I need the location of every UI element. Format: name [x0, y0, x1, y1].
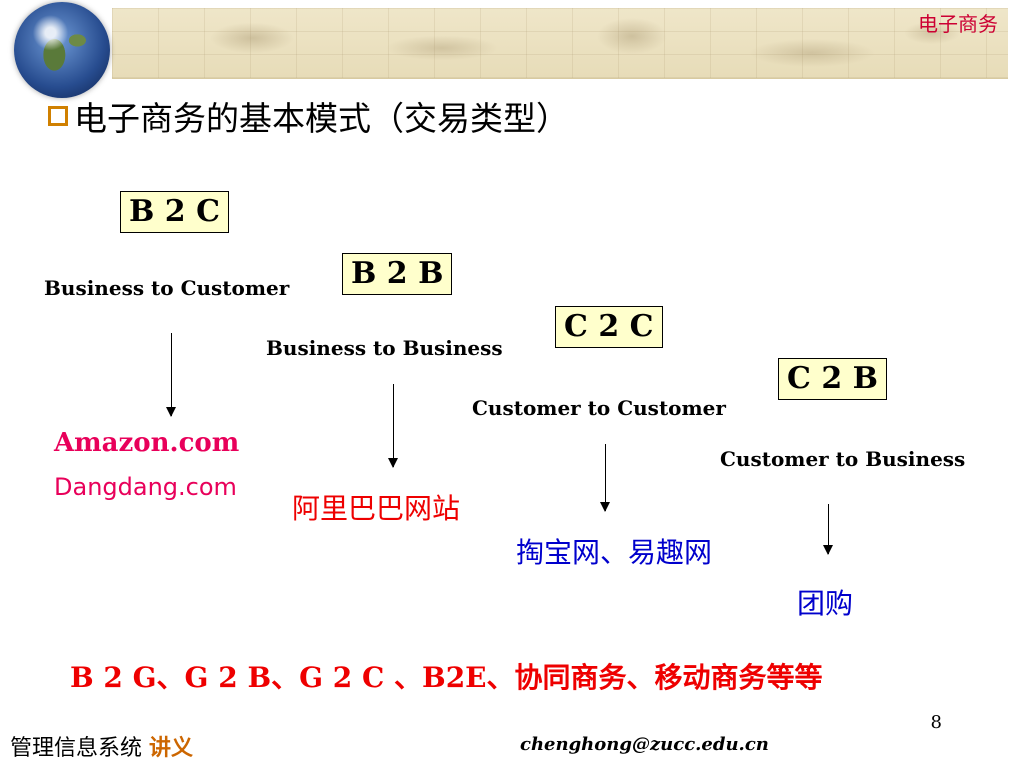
example-amazon: Amazon.com	[54, 428, 240, 458]
arrow-down-icon	[823, 504, 833, 555]
square-bullet-icon	[48, 106, 68, 126]
example-taobao: 掏宝网、易趣网	[516, 536, 713, 569]
model-desc-b2b: Business to Business	[266, 336, 503, 360]
slide-title: 电子商务的基本模式（交易类型）	[74, 99, 569, 138]
footer-email: chenghong@zucc.edu.cn	[520, 734, 769, 755]
arrow-down-icon	[388, 384, 398, 468]
model-box-c2b: C 2 B	[778, 358, 887, 400]
example-group-buy: 团购	[797, 587, 854, 620]
arrow-down-icon	[166, 333, 176, 417]
footer-course-accent: 讲义	[149, 736, 194, 761]
footer-course-name: 管理信息系统	[10, 736, 143, 761]
model-box-c2c: C 2 C	[555, 306, 663, 348]
header-tag: 电子商务	[918, 12, 998, 36]
example-alibaba: 阿里巴巴网站	[292, 492, 461, 525]
globe-logo	[14, 2, 110, 98]
footer-course: 管理信息系统 讲义	[10, 730, 193, 762]
header-map-banner	[112, 8, 1008, 79]
example-dangdang: Dangdang.com	[54, 473, 237, 501]
model-desc-b2c: Business to Customer	[44, 276, 290, 300]
model-desc-c2c: Customer to Customer	[472, 396, 726, 420]
model-box-b2c: B 2 C	[120, 191, 229, 233]
page-number: 8	[930, 712, 942, 733]
model-box-b2b: B 2 B	[342, 253, 453, 295]
slide-title-row: 电子商务的基本模式（交易类型）	[48, 92, 569, 140]
other-models-line: B 2 G、G 2 B、G 2 C 、B2E、协同商务、移动商务等等	[70, 661, 823, 694]
arrow-down-icon	[600, 444, 610, 512]
model-desc-c2b: Customer to Business	[720, 447, 966, 471]
